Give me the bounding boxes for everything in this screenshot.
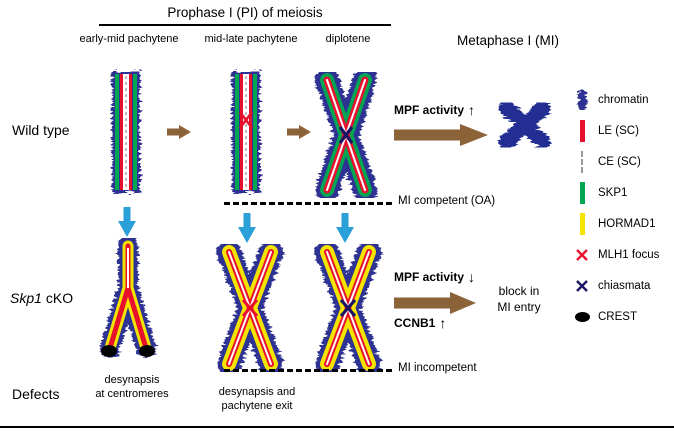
ccnb1-text: CCNB1 bbox=[394, 316, 436, 330]
mpf-activity-down-annotation: MPF activity ↓ bbox=[394, 270, 475, 284]
wildtype-diplotene-chromosome bbox=[315, 72, 377, 198]
legend: chromatin LE (SC) CE (SC) SKP1 HORMAD1 bbox=[572, 84, 672, 332]
block-mi-entry-label: block in MI entry bbox=[486, 284, 552, 315]
legend-item-crest: CREST bbox=[572, 301, 672, 332]
metaphase-title: Metaphase I (MI) bbox=[456, 33, 560, 48]
stage-arrow-2-icon bbox=[287, 125, 311, 139]
transition-arrow-down-3-icon bbox=[336, 213, 354, 243]
legend-label: HORMAD1 bbox=[598, 217, 656, 230]
skp1-cko-diplotene-chromosome bbox=[315, 244, 381, 372]
crest-dot-left bbox=[101, 345, 117, 357]
wildtype-early-pachytene-chromosome bbox=[112, 71, 140, 193]
stage-label-early-mid-pachytene: early-mid pachytene bbox=[79, 33, 179, 45]
le-sc-bar-icon bbox=[572, 119, 592, 142]
row-label-wild-type: Wild type bbox=[12, 122, 70, 138]
defect-centromeres-line2: at centromeres bbox=[95, 387, 169, 400]
ce-sc-dashed-icon bbox=[572, 150, 592, 173]
stage-label-diplotene: diplotene bbox=[325, 33, 371, 45]
block-mi-entry-line1: block in bbox=[498, 284, 540, 298]
legend-label: LE (SC) bbox=[598, 124, 639, 137]
legend-label: chromatin bbox=[598, 93, 649, 106]
legend-label: chiasmata bbox=[598, 279, 651, 292]
mi-competent-label: MI competent (OA) bbox=[398, 195, 496, 207]
prophase-title: Prophase I (PI) of meiosis bbox=[167, 5, 323, 20]
up-arrow-glyph: ↑ bbox=[439, 315, 447, 331]
metaphase-chromosome bbox=[499, 100, 551, 150]
stage-label-mid-late-pachytene: mid-late pachytene bbox=[204, 33, 298, 45]
prophase-bracket-line bbox=[99, 24, 391, 26]
crest-icon bbox=[572, 311, 592, 322]
chromatin-icon bbox=[572, 88, 592, 112]
up-arrow-glyph: ↑ bbox=[468, 102, 476, 118]
legend-item-hormad1: HORMAD1 bbox=[572, 208, 672, 239]
to-metaphase-arrow-icon bbox=[394, 124, 488, 146]
skp1-cko-desynapsed-chromosome bbox=[100, 238, 156, 358]
legend-label: CE (SC) bbox=[598, 155, 641, 168]
stage-arrow-1-icon bbox=[167, 125, 191, 139]
skp1-cko-pachytene-exit-chromosome bbox=[217, 244, 283, 372]
row-label-defects: Defects bbox=[12, 386, 60, 402]
wildtype-late-pachytene-chromosome bbox=[232, 71, 260, 193]
transition-arrow-down-1-icon bbox=[118, 207, 136, 237]
block-arrow-icon bbox=[394, 292, 476, 314]
bottom-border-line bbox=[0, 426, 674, 428]
chiasmata-mark bbox=[338, 126, 354, 144]
chiasmata-icon bbox=[572, 278, 592, 294]
defect-pachytene-exit-line1: desynapsis and bbox=[218, 386, 296, 398]
mlh1-focus-icon bbox=[572, 247, 592, 263]
mpf-activity-down-text: MPF activity bbox=[394, 270, 465, 284]
ccnb1-annotation: CCNB1 ↑ bbox=[394, 316, 446, 330]
defect-centromeres-line1: desynapsis bbox=[104, 374, 160, 386]
defect-centromeres-label: desynapsis at centromeres bbox=[80, 374, 184, 402]
hormad1-bar-icon bbox=[572, 212, 592, 235]
down-arrow-glyph: ↓ bbox=[468, 269, 476, 285]
legend-label: CREST bbox=[598, 310, 637, 323]
legend-item-le-sc: LE (SC) bbox=[572, 115, 672, 146]
legend-item-mlh1-focus: MLH1 focus bbox=[572, 239, 672, 270]
skp1-cko-suffix: cKO bbox=[45, 290, 74, 306]
chiasmata-mark bbox=[339, 298, 357, 318]
skp1-bar-icon bbox=[572, 181, 592, 204]
legend-item-chiasmata: chiasmata bbox=[572, 270, 672, 301]
block-mi-entry-line2: MI entry bbox=[497, 299, 541, 314]
legend-label: SKP1 bbox=[598, 186, 628, 199]
legend-item-chromatin: chromatin bbox=[572, 84, 672, 115]
mi-competent-dashed-line bbox=[224, 202, 392, 205]
mi-incompetent-dashed-line bbox=[224, 369, 392, 372]
mlh1-focus-mark bbox=[238, 111, 254, 129]
legend-item-skp1: SKP1 bbox=[572, 177, 672, 208]
mpf-activity-up-text: MPF activity bbox=[394, 103, 465, 117]
mlh1-focus-mark bbox=[241, 299, 259, 317]
skp1-gene-name: Skp1 bbox=[10, 290, 42, 306]
crest-dot-right bbox=[139, 345, 155, 357]
mpf-activity-up-annotation: MPF activity ↑ bbox=[394, 103, 475, 117]
transition-arrow-down-2-icon bbox=[238, 213, 256, 243]
defect-pachytene-exit-label: desynapsis and pachytene exit bbox=[196, 386, 318, 414]
legend-item-ce-sc: CE (SC) bbox=[572, 146, 672, 177]
mi-incompetent-label: MI incompetent bbox=[398, 362, 477, 374]
legend-label: MLH1 focus bbox=[598, 248, 660, 261]
defect-pachytene-exit-line2: pachytene exit bbox=[221, 399, 293, 412]
